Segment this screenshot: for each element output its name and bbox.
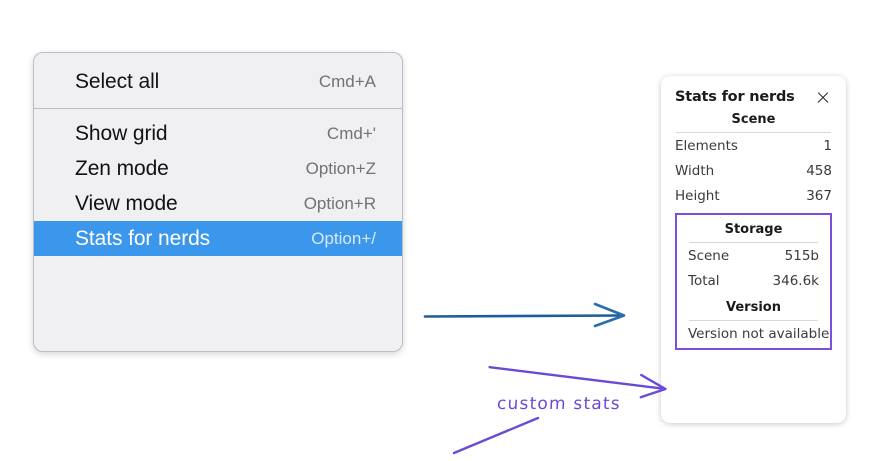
- stats-for-nerds-panel[interactable]: Stats for nerds Scene Elements 1 Width 4…: [661, 76, 846, 423]
- stat-key: Total: [688, 272, 720, 289]
- menu-item-zen-mode[interactable]: Zen mode Option+Z: [34, 151, 402, 186]
- stat-row: Height 367: [675, 183, 832, 208]
- section-heading-storage: Storage: [724, 222, 783, 237]
- menu-item-label: Stats for nerds: [75, 226, 211, 250]
- panel-header: Stats for nerds: [661, 76, 846, 105]
- blue-arrow-icon: [423, 302, 626, 328]
- menu-item-shortcut: Option+Z: [305, 158, 376, 178]
- stat-row: Scene 515b: [688, 243, 819, 268]
- context-menu[interactable]: Select all Cmd+A Show grid Cmd+' Zen mod…: [33, 52, 403, 352]
- custom-stats-highlight-box: Storage Scene 515b Total 346.6k Version …: [675, 213, 832, 350]
- menu-item-label: Zen mode: [75, 156, 169, 180]
- version-text: Version not available: [688, 326, 830, 342]
- panel-body: Scene Elements 1 Width 458 Height 367 St…: [661, 105, 846, 350]
- menu-item-label: View mode: [75, 191, 178, 215]
- menu-item-view-mode[interactable]: View mode Option+R: [34, 186, 402, 221]
- stat-value: 367: [806, 187, 832, 204]
- menu-item-label: Show grid: [75, 121, 168, 145]
- menu-separator: [34, 108, 402, 109]
- panel-title: Stats for nerds: [675, 89, 795, 105]
- section-heading-scene: Scene: [731, 112, 776, 127]
- stat-row: Total 346.6k: [688, 268, 819, 293]
- section-divider: [689, 242, 818, 243]
- stat-value: 458: [806, 162, 832, 179]
- section-heading-version: Version: [726, 300, 781, 315]
- section-divider: [676, 132, 831, 133]
- menu-item-shortcut: Cmd+': [326, 123, 376, 143]
- menu-group-2: Show grid Cmd+' Zen mode Option+Z View m…: [34, 109, 402, 270]
- stat-value: 515b: [784, 247, 819, 264]
- menu-item-shortcut: Option+/: [311, 228, 376, 248]
- menu-item-show-grid[interactable]: Show grid Cmd+': [34, 116, 402, 151]
- stat-key: Scene: [688, 247, 730, 264]
- stat-key: Height: [675, 187, 720, 204]
- stat-key: Width: [675, 162, 715, 179]
- stat-row: Width 458: [675, 158, 832, 183]
- menu-item-label: Select all: [75, 69, 160, 93]
- menu-item-shortcut: Option+R: [303, 193, 376, 213]
- menu-item-shortcut: Cmd+A: [318, 71, 376, 91]
- stat-key: Elements: [675, 137, 738, 154]
- menu-item-stats-for-nerds[interactable]: Stats for nerds Option+/: [34, 221, 402, 256]
- menu-group-1: Select all Cmd+A: [34, 53, 402, 108]
- annotation-label: custom stats: [496, 394, 622, 414]
- section-divider: [689, 320, 818, 321]
- stat-row: Elements 1: [675, 133, 832, 158]
- close-icon[interactable]: [815, 89, 831, 105]
- stat-value: 1: [823, 137, 832, 154]
- purple-annotation-arrow-icon: [452, 365, 667, 455]
- stat-value: 346.6k: [772, 272, 819, 289]
- menu-item-select-all[interactable]: Select all Cmd+A: [34, 64, 402, 99]
